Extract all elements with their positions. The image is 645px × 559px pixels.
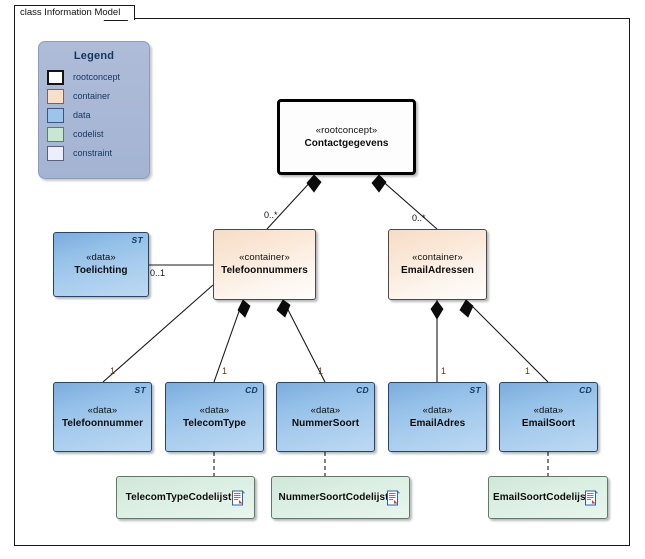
classname-telecomtypecodelijst: TelecomTypeCodelijst (125, 491, 232, 503)
stereotype-contactgegevens: «rootconcept» (315, 124, 378, 136)
multiplicity-telefoonnummers-telecomtype: 1 (222, 366, 228, 376)
multiplicity-emailadressen-emailsoort: 1 (525, 366, 531, 376)
class-node-nummersoortcodelijst[interactable]: NummerSoortCodelijst (271, 476, 410, 519)
classname-telefoonnummers: Telefoonnummers (221, 265, 308, 276)
legend-item-constraint: constraint (47, 144, 149, 162)
legend-label-data: data (73, 110, 91, 120)
tag-nummersoort: CD (356, 385, 369, 395)
classname-emailsoortcodelijst: EmailSoortCodelijst (493, 491, 589, 503)
legend-item-codelist: codelist (47, 125, 149, 143)
multiplicity-contactgegevens-telefoonnummers: 0..* (264, 210, 278, 220)
classname-emailadres: EmailAdres (409, 417, 466, 429)
legend-swatch-data (47, 107, 64, 123)
class-node-telecomtypecodelijst[interactable]: TelecomTypeCodelijst (116, 476, 255, 519)
stereotype-emailsoort: «data» (533, 404, 564, 416)
document-report-icon (387, 490, 400, 505)
classname-contactgegevens: Contactgegevens (304, 137, 389, 149)
class-node-telecomtype[interactable]: CD «data» TelecomType (165, 382, 264, 452)
classname-telefoonnummer: Telefoonnummer (61, 417, 144, 429)
legend-label-container: container (73, 91, 111, 101)
legend-panel: Legend rootconcept container data codeli… (38, 41, 150, 179)
frame-tab-mask (15, 18, 129, 20)
legend-title: Legend (73, 50, 115, 62)
stereotype-telecomtype: «data» (199, 404, 230, 416)
classname-telecomtype: TelecomType (183, 417, 246, 429)
classname-nummersoortcodelijst: NummerSoortCodelijst (278, 491, 389, 503)
multiplicity-telefoonnummers-nummersoort: 1 (318, 366, 324, 376)
legend-label-constraint: constraint (73, 148, 113, 158)
legend-swatch-container (47, 88, 64, 104)
legend-swatch-rootconcept (47, 69, 64, 85)
class-node-toelichting[interactable]: ST «data» Toelichting (53, 232, 149, 297)
tag-emailsoort: CD (579, 385, 592, 395)
class-node-nummersoort[interactable]: CD «data» NummerSoort (276, 382, 375, 452)
legend-label-codelist: codelist (73, 129, 104, 139)
stereotype-emailadressen: «container» (412, 252, 463, 263)
multiplicity-telefoonnummers-telefoonnummer: 1 (110, 366, 116, 376)
stereotype-nummersoort: «data» (310, 404, 341, 416)
multiplicity-emailadressen-emailadres: 1 (441, 366, 447, 376)
document-report-icon (232, 490, 245, 505)
diagram-frame (14, 18, 630, 546)
legend-label-rootconcept: rootconcept (73, 72, 121, 82)
legend-item-rootconcept: rootconcept (47, 68, 149, 86)
legend-item-container: container (47, 87, 149, 105)
class-node-emailadressen[interactable]: «container» EmailAdressen (388, 229, 487, 300)
stereotype-toelichting: «data» (86, 252, 116, 263)
classname-emailadressen: EmailAdressen (401, 265, 474, 276)
stereotype-emailadres: «data» (422, 404, 453, 416)
tag-emailadres: ST (469, 385, 481, 395)
class-node-contactgegevens[interactable]: «rootconcept» Contactgegevens (277, 99, 416, 175)
legend-swatch-codelist (47, 126, 64, 142)
legend-swatch-constraint (47, 145, 64, 161)
class-node-telefoonnummers[interactable]: «container» Telefoonnummers (213, 229, 316, 300)
multiplicity-contactgegevens-emailadressen: 0..* (412, 213, 426, 223)
diagram-tab-label: class Information Model (14, 5, 136, 20)
legend-item-data: data (47, 106, 149, 124)
stereotype-telefoonnummer: «data» (87, 404, 118, 416)
classname-nummersoort: NummerSoort (291, 417, 360, 429)
document-report-icon (585, 490, 598, 505)
class-node-emailsoort[interactable]: CD «data» EmailSoort (499, 382, 598, 452)
class-node-telefoonnummer[interactable]: ST «data» Telefoonnummer (53, 382, 152, 452)
stereotype-telefoonnummers: «container» (239, 252, 290, 263)
legend-items: rootconcept container data codelist cons… (39, 68, 149, 162)
class-node-emailsoortcodelijst[interactable]: EmailSoortCodelijst (488, 476, 608, 519)
class-node-emailadres[interactable]: ST «data» EmailAdres (388, 382, 487, 452)
classname-emailsoort: EmailSoort (521, 417, 576, 429)
tag-telefoonnummer: ST (134, 385, 146, 395)
multiplicity-telefoonnummers-toelichting: 0..1 (150, 268, 166, 278)
tag-toelichting: ST (131, 235, 143, 245)
tag-telecomtype: CD (245, 385, 258, 395)
classname-toelichting: Toelichting (74, 265, 128, 276)
